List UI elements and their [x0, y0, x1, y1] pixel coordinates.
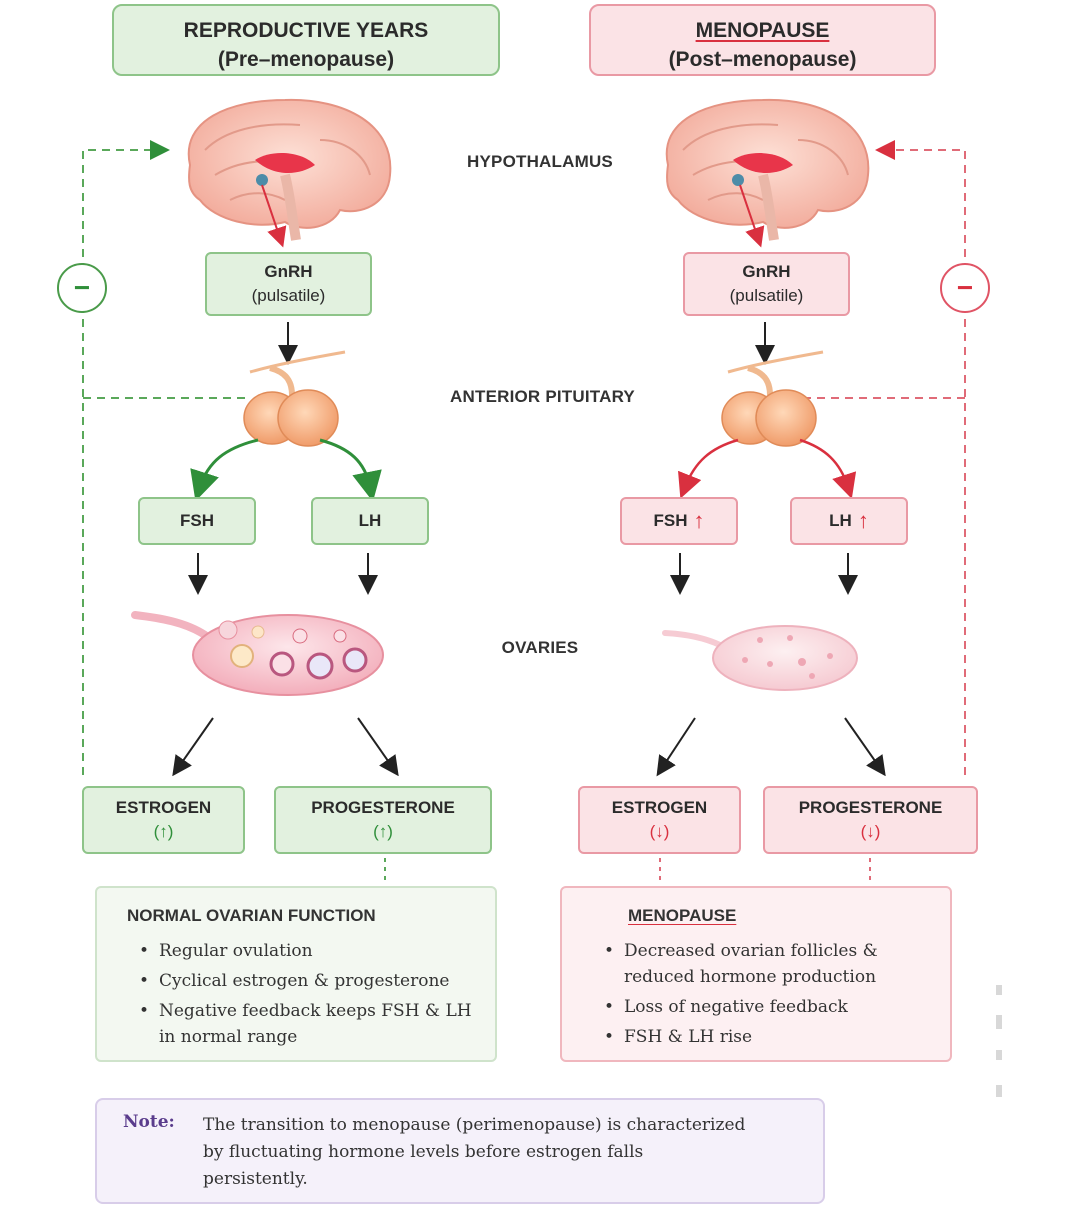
header-right-title: MENOPAUSE: [695, 19, 830, 42]
left-fsh-box: FSH: [138, 497, 256, 545]
label-hypothalamus: HYPOTHALAMUS: [467, 152, 613, 171]
left-progesterone-label: PROGESTERONE: [311, 798, 455, 817]
normal-box-title: NORMAL OVARIAN FUNCTION: [127, 906, 376, 925]
list-item: Negative feedback keeps FSH & LH in norm…: [139, 998, 479, 1050]
note-label: Note:: [123, 1112, 175, 1132]
left-estrogen-box: ESTROGEN (↑): [82, 786, 245, 854]
menopause-box-list: Decreased ovarian follicles & reduced ho…: [592, 938, 934, 1050]
right-lh-up-arrow-icon: ↑: [857, 508, 869, 533]
menopause-info-box: MENOPAUSE Decreased ovarian follicles & …: [560, 886, 952, 1062]
header-left-subtitle: (Pre–menopause): [217, 48, 395, 71]
left-gnrh-sub: (pulsatile): [251, 286, 326, 305]
note-text: The transition to menopause (perimenopau…: [203, 1115, 746, 1189]
right-estrogen-label: ESTROGEN: [611, 798, 708, 817]
right-lh-curve: [799, 438, 857, 499]
note-box: Note: The transition to menopause (perim…: [95, 1098, 825, 1204]
left-lh-label: LH: [358, 511, 382, 530]
header-right-subtitle: (Post–menopause): [668, 48, 857, 71]
header-left-title: REPRODUCTIVE YEARS: [183, 19, 429, 42]
list-item: Regular ovulation: [139, 938, 479, 964]
menopause-box-title: MENOPAUSE: [628, 906, 737, 925]
list-item: Decreased ovarian follicles & reduced ho…: [604, 938, 934, 990]
list-item: Loss of negative feedback: [604, 994, 934, 1020]
left-lh-box: LH: [311, 497, 429, 545]
left-pituitary-illustration: [243, 350, 346, 447]
header-reproductive-years: REPRODUCTIVE YEARS (Pre–menopause): [112, 4, 500, 76]
right-ovary-illustration: [662, 625, 858, 691]
left-gnrh-title: GnRH: [264, 262, 313, 281]
right-negative-feedback-symbol: −: [940, 263, 990, 313]
normal-ovarian-function-box: NORMAL OVARIAN FUNCTION Regular ovulatio…: [95, 886, 497, 1062]
left-lh-curve: [319, 438, 382, 502]
right-feedback-loop: [790, 140, 966, 775]
left-fsh-label: FSH: [180, 511, 214, 530]
right-fsh-label: FSH: [653, 511, 688, 530]
right-fsh-curve: [678, 438, 739, 499]
list-item: Cyclical estrogen & progesterone: [139, 968, 479, 994]
label-ovaries: OVARIES: [501, 638, 579, 657]
right-estrogen-change: (↓): [649, 822, 670, 841]
right-pituitary-illustration: [721, 350, 824, 447]
header-menopause: MENOPAUSE (Post–menopause): [589, 4, 936, 76]
left-feedback-loop: [82, 140, 250, 775]
left-progesterone-change: (↑): [373, 822, 393, 841]
right-lh-label: LH: [829, 511, 852, 530]
right-gnrh-title: GnRH: [742, 262, 791, 281]
label-anterior-pituitary: ANTERIOR PITUITARY: [450, 387, 635, 406]
left-negative-feedback-symbol: −: [57, 263, 107, 313]
right-progesterone-change: (↓): [860, 822, 881, 841]
left-estrogen-label: ESTROGEN: [115, 798, 212, 817]
right-progesterone-box: PROGESTERONE (↓): [763, 786, 978, 854]
right-fsh-box: FSH ↑: [620, 497, 738, 545]
left-ovary-illustration: [131, 611, 384, 696]
right-gnrh-box: GnRH (pulsatile): [683, 252, 850, 316]
normal-box-list: Regular ovulation Cyclical estrogen & pr…: [127, 938, 479, 1050]
right-fsh-up-arrow-icon: ↑: [693, 508, 705, 533]
left-brain-illustration: [187, 98, 392, 248]
right-estrogen-box: ESTROGEN (↓): [578, 786, 741, 854]
left-gnrh-box: GnRH (pulsatile): [205, 252, 372, 316]
right-brain-illustration: [665, 98, 870, 248]
left-fsh-curve: [190, 438, 259, 502]
list-item: FSH & LH rise: [604, 1024, 934, 1050]
left-progesterone-box: PROGESTERONE (↑): [274, 786, 492, 854]
right-lh-box: LH ↑: [790, 497, 908, 545]
left-estrogen-change: (↑): [153, 822, 174, 841]
right-progesterone-label: PROGESTERONE: [798, 798, 943, 817]
right-gnrh-sub: (pulsatile): [729, 286, 804, 305]
